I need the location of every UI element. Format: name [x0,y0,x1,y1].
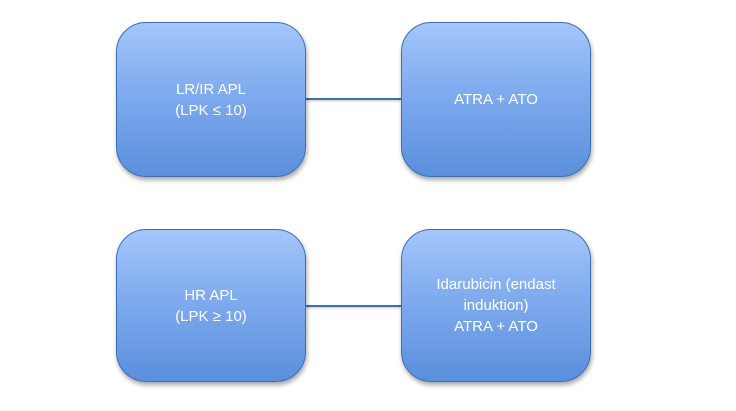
box-idarubicin-text: Idarubicin (endast induktion) ATRA + ATO [436,274,555,337]
box-lr-ir-apl-line-2: (LPK ≤ 10) [175,101,247,119]
box-idarubicin: Idarubicin (endast induktion) ATRA + ATO [401,229,591,382]
box-hr-apl: HR APL (LPK ≥ 10) [116,229,306,382]
box-lr-ir-apl: LR/IR APL (LPK ≤ 10) [116,22,306,177]
connector-line-row1 [306,98,401,100]
box-idarubicin-line-1: Idarubicin (endast [436,276,556,293]
box-hr-apl-text: HR APL (LPK ≥ 10) [175,285,247,327]
box-lr-ir-apl-line-1: LR/IR APL [175,80,247,98]
box-lr-ir-apl-text: LR/IR APL (LPK ≤ 10) [175,79,247,121]
box-atra-ato-row1-line-1: ATRA + ATO [454,91,538,108]
box-idarubicin-line-3: ATRA + ATO [454,318,538,335]
box-hr-apl-line-1: HR APL [184,286,238,304]
box-atra-ato-row1-text: ATRA + ATO [454,89,538,110]
box-atra-ato-row1: ATRA + ATO [401,22,591,177]
box-hr-apl-line-2: (LPK ≥ 10) [175,307,247,325]
connector-line-row2 [306,305,401,307]
box-idarubicin-line-2: induktion) [463,297,529,314]
